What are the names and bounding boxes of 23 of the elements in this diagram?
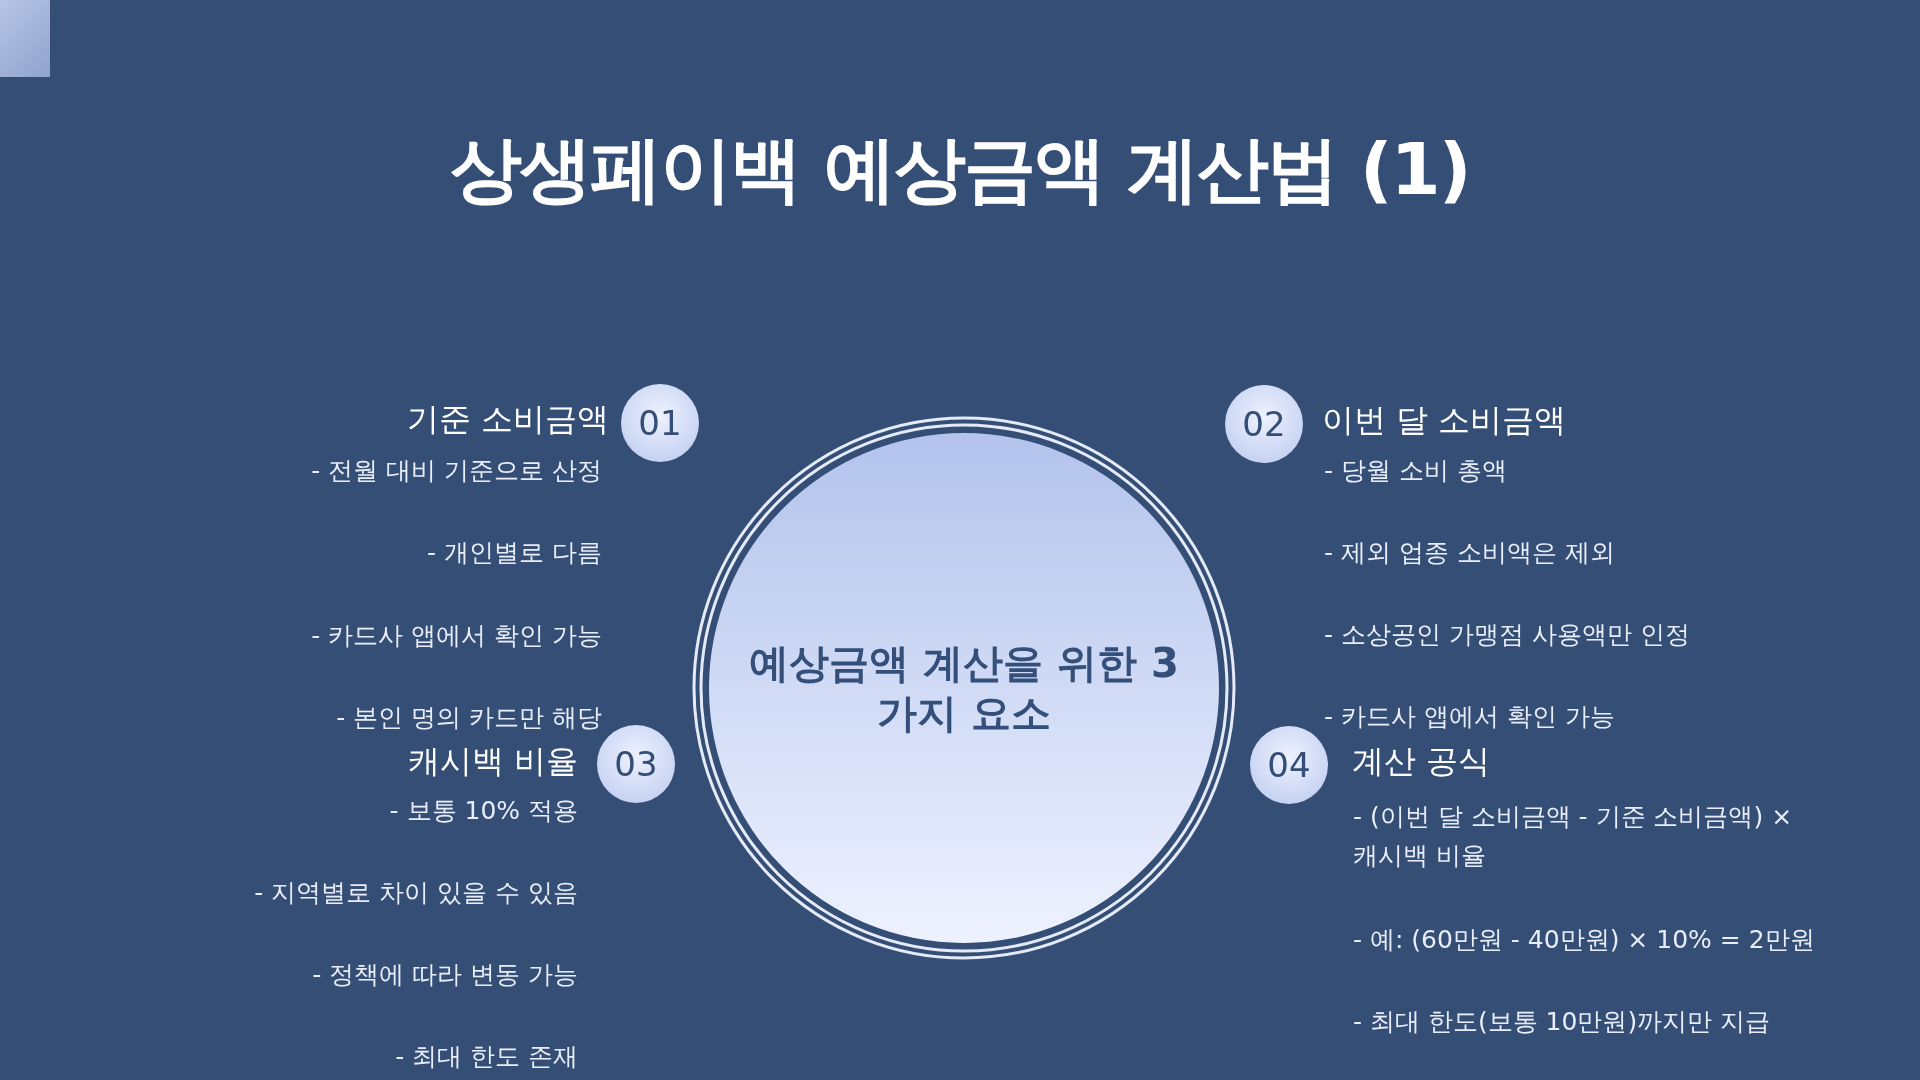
bullet-text: - 예: (60만원 - 40만원) × 10% = 2만원	[1353, 924, 1816, 956]
section-heading: 계산 공식	[1352, 741, 1491, 782]
number-badge: 03	[597, 725, 675, 803]
section-heading: 이번 달 소비금액	[1322, 400, 1567, 441]
bullet-text: - 전월 대비 기준으로 산정	[311, 455, 602, 487]
section-heading: 캐시백 비율	[407, 741, 578, 782]
number-badge: 01	[621, 384, 699, 462]
bullet-text: - 제외 업종 소비액은 제외	[1324, 537, 1616, 569]
center-text: 예상금액 계산을 위한 3 가지 요소	[749, 639, 1179, 738]
bullet-text: - 보통 10% 적용	[389, 795, 578, 827]
bullet-text: - 소상공인 가맹점 사용액만 인정	[1324, 619, 1691, 651]
bullet-text: - 최대 한도 존재	[395, 1041, 578, 1073]
bullet-text: - 정책에 따라 변동 가능	[312, 959, 578, 991]
bullet-text: - 지역별로 차이 있을 수 있음	[254, 877, 578, 909]
bullet-text: - 최대 한도(보통 10만원)까지만 지급	[1353, 1006, 1772, 1038]
number-badge: 02	[1225, 385, 1303, 463]
bullet-text: - 당월 소비 총액	[1324, 455, 1508, 487]
number-badge: 04	[1250, 726, 1328, 804]
section-heading: 기준 소비금액	[406, 399, 609, 440]
title: 상생페이백 예상금액 계산법 (1)	[449, 126, 1471, 213]
bullet-text: - 카드사 앱에서 확인 가능	[311, 620, 602, 652]
bullet-text: - (이번 달 소비금액 - 기준 소비금액) × 캐시백 비율	[1353, 801, 1794, 872]
bullet-text: - 개인별로 다름	[427, 537, 602, 569]
